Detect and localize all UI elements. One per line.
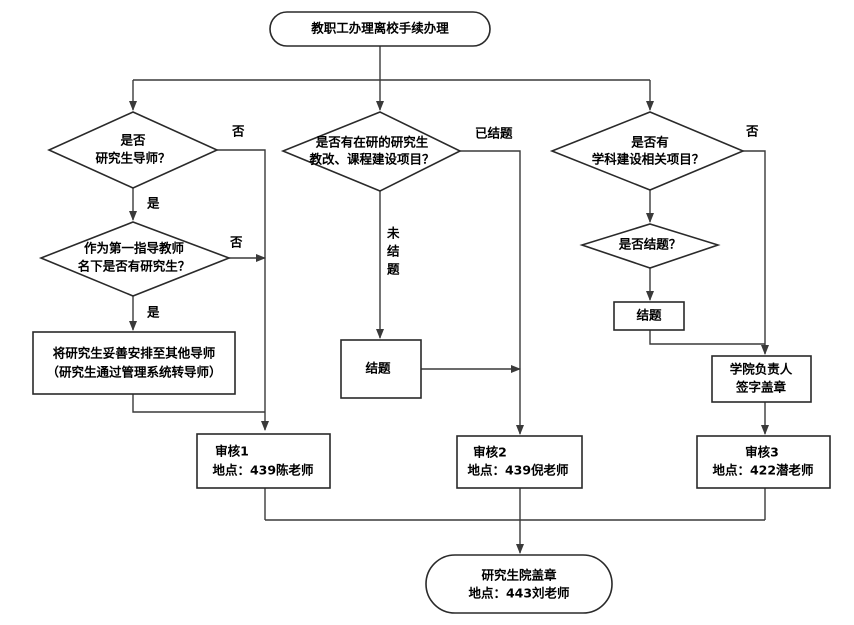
decision-has-students-line1: 作为第一指导教师 bbox=[84, 241, 185, 256]
review1-box: 审核1 地点：439陈老师 bbox=[196, 433, 331, 489]
conclude-box: 结题 bbox=[340, 339, 422, 399]
review2-title: 审核2 bbox=[473, 445, 507, 460]
edge-projects-already-concluded bbox=[460, 150, 524, 435]
label-no-discipline: 否 bbox=[745, 124, 759, 139]
reassign-box: 将研究生妥善安排至其他导师 （研究生通过管理系统转导师） bbox=[32, 331, 236, 395]
edge-discipline-no bbox=[743, 150, 769, 355]
start-node: 教职工办理离校手续办理 bbox=[269, 11, 491, 47]
concluded-box-label: 结题 bbox=[636, 308, 662, 323]
reassign-box-line2: （研究生通过管理系统转导师） bbox=[46, 365, 221, 380]
edge-labels: 否 是 否 是 已结题 未 结 题 否 bbox=[146, 124, 759, 320]
decision-supervisor-line1: 是否 bbox=[119, 133, 146, 148]
end-node: 研究生院盖章 地点：443刘老师 bbox=[425, 554, 613, 614]
review1-location: 地点：439陈老师 bbox=[212, 463, 314, 478]
label-no-has-students: 否 bbox=[229, 235, 243, 250]
review2-location: 地点：439倪老师 bbox=[467, 463, 569, 478]
reassign-box-line1: 将研究生妥善安排至其他导师 bbox=[53, 346, 216, 361]
label-not-concluded-3: 题 bbox=[387, 262, 400, 277]
label-no-supervisor: 否 bbox=[231, 124, 245, 139]
review3-box: 审核3 地点：422潜老师 bbox=[696, 435, 831, 489]
decision-concluded: 是否结题？ bbox=[579, 223, 721, 269]
decision-projects: 是否有在研的研究生 教改、课程建设项目？ bbox=[280, 111, 462, 192]
review2-box: 审核2 地点：439倪老师 bbox=[456, 435, 583, 489]
concluded-box: 结题 bbox=[613, 301, 685, 331]
review3-title: 审核3 bbox=[745, 445, 779, 460]
decision-supervisor-line2: 研究生导师？ bbox=[95, 151, 170, 166]
conclude-box-label: 结题 bbox=[365, 361, 391, 376]
label-yes-has-students: 是 bbox=[146, 305, 160, 320]
start-node-label: 教职工办理离校手续办理 bbox=[310, 21, 449, 36]
review1-title: 审核1 bbox=[215, 444, 249, 459]
label-not-concluded-2: 结 bbox=[387, 244, 400, 259]
edge-concluded-to-join bbox=[649, 330, 765, 345]
label-already-concluded: 已结题 bbox=[475, 126, 513, 141]
end-node-title: 研究生院盖章 bbox=[481, 568, 557, 583]
edge-reassign-to-review1 bbox=[132, 394, 265, 413]
decision-has-students: 作为第一指导教师 名下是否有研究生？ bbox=[38, 221, 232, 297]
edges bbox=[129, 46, 769, 554]
decision-concluded-label: 是否结题？ bbox=[618, 237, 682, 252]
dean-sign-line1: 学院负责人 bbox=[730, 362, 793, 377]
decision-discipline-line2: 学科建设相关项目？ bbox=[592, 152, 705, 167]
dean-sign-line2: 签字盖章 bbox=[735, 380, 787, 395]
dean-sign-box: 学院负责人 签字盖章 bbox=[711, 355, 812, 403]
decision-projects-line2: 教改、课程建设项目？ bbox=[308, 152, 434, 167]
decision-supervisor: 是否 研究生导师？ bbox=[47, 111, 219, 189]
end-node-location: 地点：443刘老师 bbox=[468, 586, 570, 601]
review3-location: 地点：422潜老师 bbox=[712, 463, 814, 478]
decision-discipline: 是否有 学科建设相关项目？ bbox=[549, 111, 746, 191]
decision-projects-line1: 是否有在研的研究生 bbox=[315, 135, 429, 150]
label-not-concluded-1: 未 bbox=[386, 226, 400, 241]
label-yes-supervisor: 是 bbox=[146, 196, 160, 211]
decision-has-students-line2: 名下是否有研究生？ bbox=[78, 259, 191, 274]
edge-supervisor-no bbox=[217, 149, 269, 431]
decision-discipline-line1: 是否有 bbox=[630, 135, 669, 150]
